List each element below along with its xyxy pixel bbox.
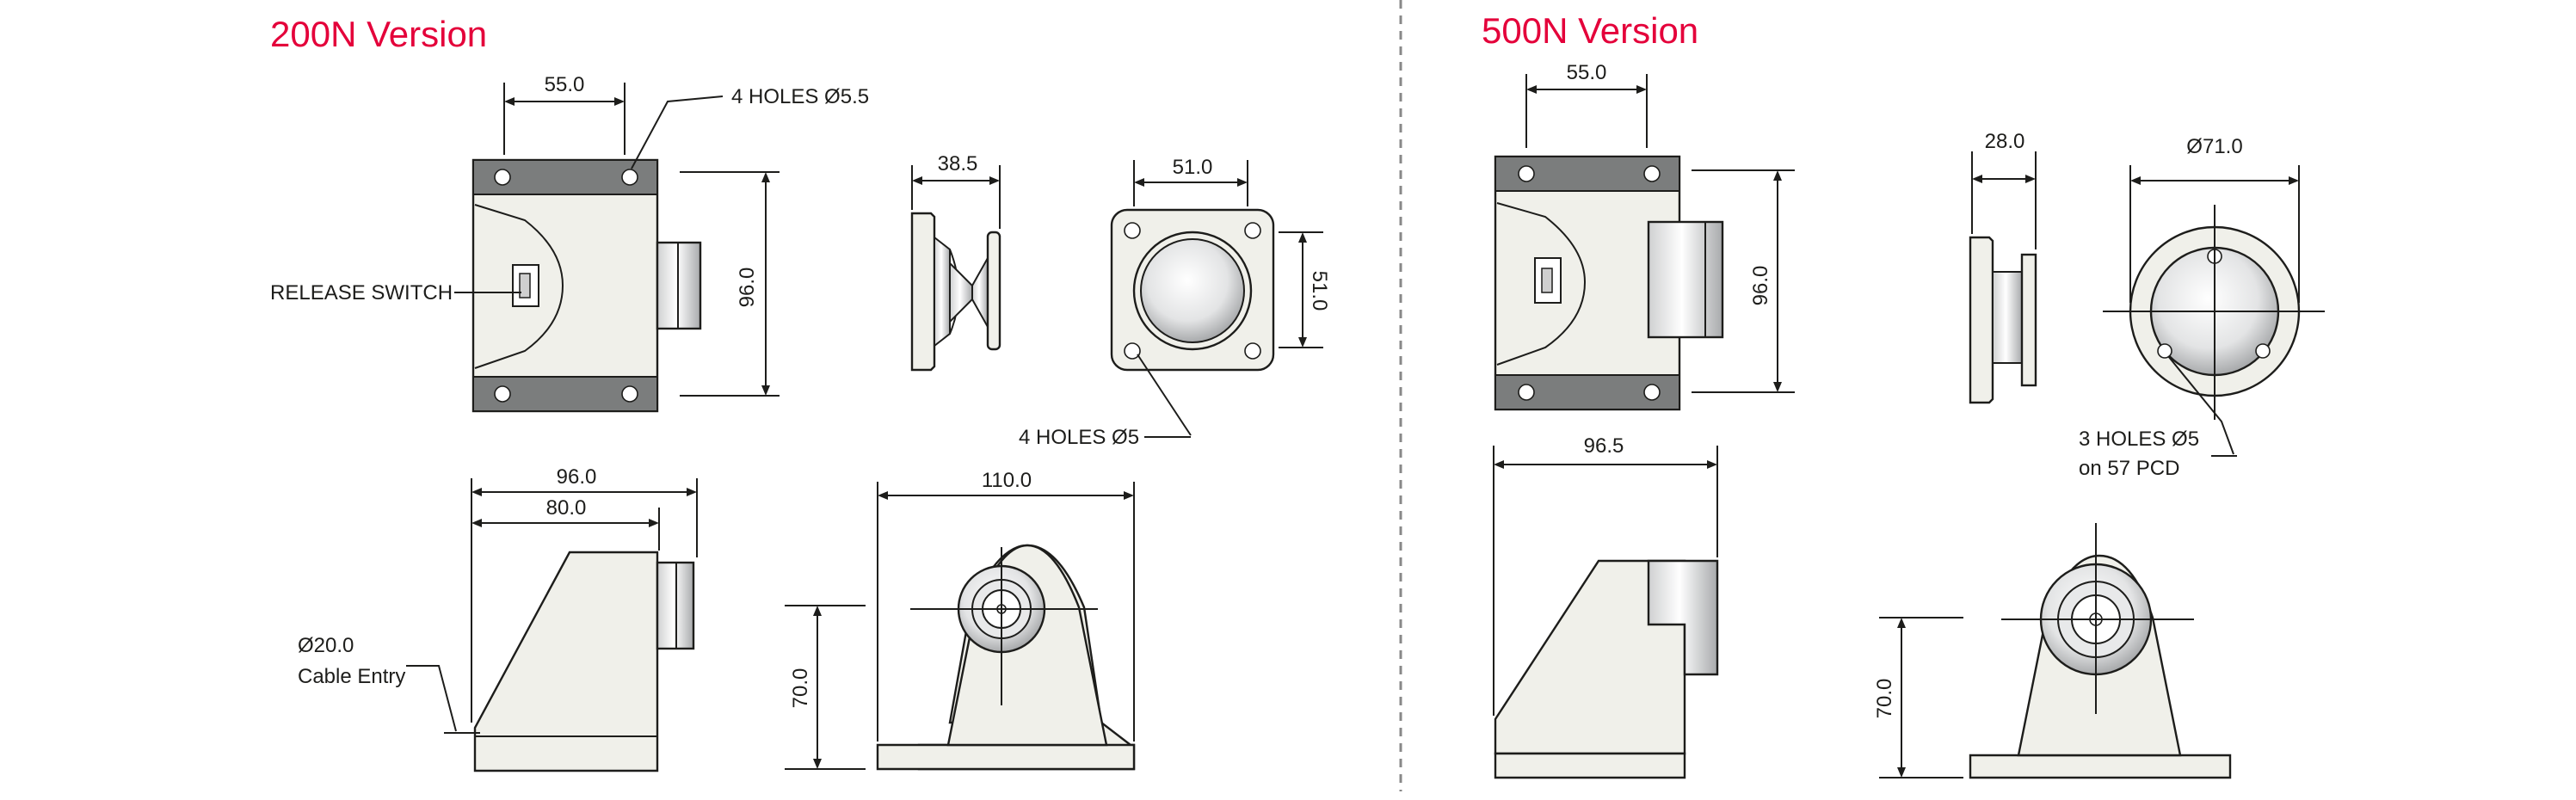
left-title: 200N Version: [270, 14, 487, 54]
left-side-view: [473, 551, 695, 772]
right-disc-dia: Ø71.0: [2186, 135, 2242, 158]
right-mag-width: 28.0: [1985, 130, 2025, 153]
left-top-view: [471, 158, 702, 413]
left-side-body: 80.0: [546, 496, 587, 520]
left-top-width: 55.0: [545, 73, 585, 96]
left-armature-side: [910, 212, 1001, 372]
left-release-switch-label: RELEASE SWITCH: [270, 281, 453, 305]
right-disc-front: [2103, 205, 2325, 420]
left-height: 96.0: [736, 268, 759, 308]
right-top-width: 55.0: [1567, 61, 1607, 84]
right-holes-line1: 3 HOLES Ø5: [2079, 428, 2199, 451]
left-cable-entry: Cable Entry: [298, 665, 405, 688]
left-plate-height: 51.0: [1308, 271, 1331, 311]
left-plate-width: 51.0: [1173, 156, 1213, 179]
right-side-total: 96.5: [1584, 434, 1624, 458]
right-title: 500N Version: [1482, 10, 1698, 51]
left-side-total: 96.0: [557, 465, 597, 489]
right-armature-side: [1969, 236, 2037, 404]
left-holes-top-label: 4 HOLES Ø5.5: [731, 85, 869, 108]
left-front-width: 110.0: [982, 469, 1032, 492]
left-front-height: 70.0: [789, 668, 812, 709]
right-top-view: [1494, 155, 1724, 411]
left-mag-width: 38.5: [938, 152, 978, 175]
right-front-view: [1969, 523, 2232, 779]
right-front-height: 70.0: [1873, 679, 1896, 719]
left-holes-plate-label: 4 HOLES Ø5: [1019, 426, 1139, 449]
right-holes-line2: on 57 PCD: [2079, 457, 2179, 480]
left-front-view: [876, 544, 1136, 771]
left-plate-front: [1110, 208, 1275, 372]
left-cable-dia: Ø20.0: [298, 634, 354, 657]
right-height: 96.0: [1749, 266, 1772, 306]
right-side-view: [1494, 559, 1719, 779]
